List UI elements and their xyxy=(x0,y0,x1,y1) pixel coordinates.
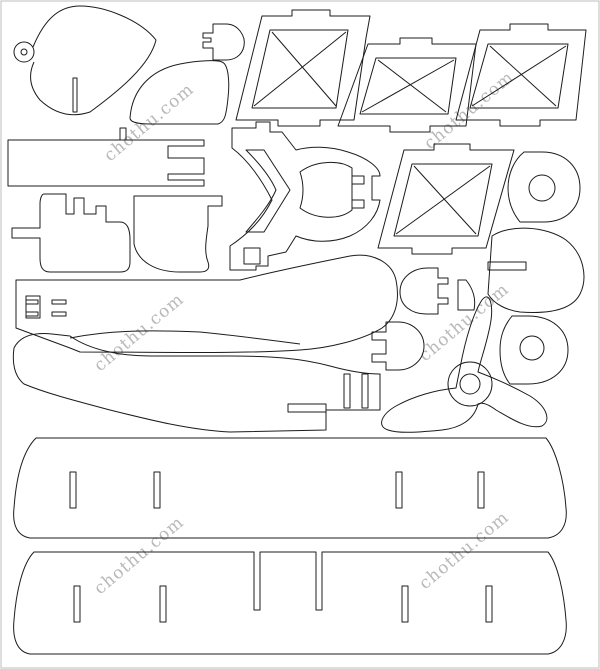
truss-frame-2 xyxy=(338,38,476,132)
lower-wing xyxy=(14,552,567,654)
fin-piece xyxy=(12,194,130,272)
floor-piece xyxy=(134,196,222,272)
fuselage-side-lower xyxy=(13,334,380,432)
heart-tag-piece xyxy=(14,6,156,115)
cowling-piece xyxy=(488,228,584,312)
tail-tab-piece-2 xyxy=(372,322,424,370)
cowling-slot xyxy=(488,262,526,270)
engine-mount-piece xyxy=(230,122,380,270)
fuselage-side-upper xyxy=(16,255,397,352)
wheel-1 xyxy=(508,152,580,222)
truss-frame-1 xyxy=(236,10,370,126)
tail-tab-piece-1 xyxy=(400,268,448,314)
fuselage-gear-piece xyxy=(8,128,204,186)
truss-frame-4 xyxy=(378,144,514,254)
small-tab-piece xyxy=(203,24,244,60)
cabin-piece xyxy=(130,61,229,124)
upper-wing xyxy=(14,438,567,538)
truss-frame-3 xyxy=(456,24,586,126)
propeller-piece xyxy=(382,280,547,432)
wheel-2 xyxy=(500,316,568,384)
